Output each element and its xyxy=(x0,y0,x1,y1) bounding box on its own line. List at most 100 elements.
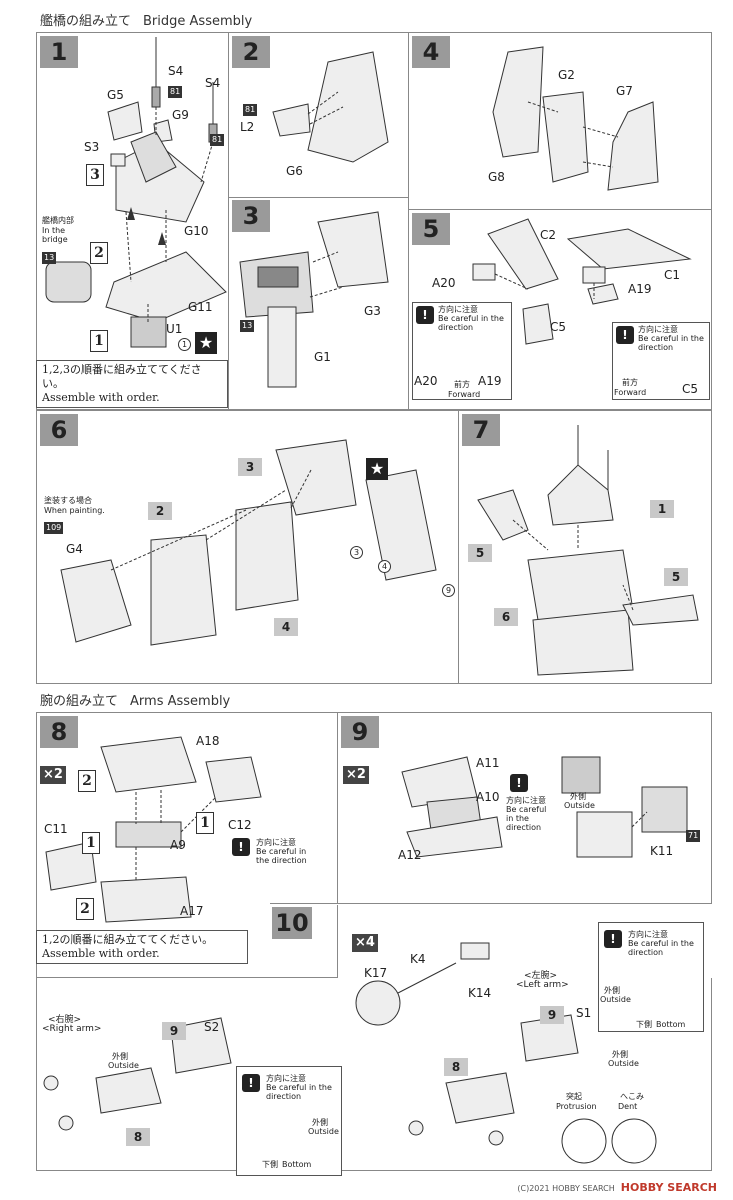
part-label-c5-detail: C5 xyxy=(682,382,699,396)
outside-jp-left: 外側 xyxy=(604,986,620,995)
part-label-k17: K17 xyxy=(364,966,388,980)
part-label-a11: A11 xyxy=(476,756,500,770)
caution-en: Be careful in the direction xyxy=(256,847,307,865)
circle-ref-3: 3 xyxy=(350,546,363,559)
part-label-c11: C11 xyxy=(44,822,68,836)
subassembly-ref-2: 2 xyxy=(148,502,172,520)
step-10-illustration xyxy=(43,942,657,1164)
part-label-a12: A12 xyxy=(398,848,422,862)
forward-en: Forward xyxy=(448,390,481,399)
part-label-a17: A17 xyxy=(180,904,204,918)
caution-jp-b: 方向に注意 xyxy=(638,325,678,334)
step-7-illustration xyxy=(477,425,699,676)
subassembly-ref-5-left: 5 xyxy=(468,544,492,562)
arms-section-title: 腕の組み立て Arms Assembly xyxy=(40,690,230,709)
step-1-illustration xyxy=(45,37,227,348)
watermark-copy: (C)2021 HOBBY SEARCH xyxy=(517,1184,615,1193)
order-mark-2-top: 2 xyxy=(78,770,96,792)
step-10-number: 10 xyxy=(272,907,312,939)
part-label-a10: A10 xyxy=(476,790,500,804)
star-mark-icon: ★ xyxy=(195,332,217,354)
inside-bridge-jp: 艦橋内部 xyxy=(42,216,74,225)
bottom-en-left: Bottom xyxy=(656,1020,686,1029)
step-6-illustration xyxy=(60,439,437,646)
part-label-g5: G5 xyxy=(107,88,124,102)
part-label-g10: G10 xyxy=(184,224,209,238)
multiplier-x4: ×4 xyxy=(352,934,378,952)
caution-en-right: Be careful in the direction xyxy=(266,1083,332,1101)
outside-en-right-box: Outside xyxy=(308,1127,339,1136)
outside-en-left: Outside xyxy=(600,995,631,1004)
caution-en: Be careful in the direction xyxy=(438,314,504,332)
caution-icon: ! xyxy=(416,306,434,324)
step-1-number: 1 xyxy=(40,36,78,68)
caution-icon: ! xyxy=(232,838,250,856)
protrusion-en: Protrusion xyxy=(556,1102,597,1111)
step-5-illustration xyxy=(472,218,692,345)
arms-title-jp: 腕の組み立て xyxy=(40,694,119,709)
part-label-g2: G2 xyxy=(558,68,575,82)
part-label-g1: G1 xyxy=(314,350,331,364)
subassembly-ref-5-right: 5 xyxy=(664,568,688,586)
part-label-s4-a: S4 xyxy=(168,64,184,78)
part-label-g9: G9 xyxy=(172,108,189,122)
subassembly-ref-8-left: 8 xyxy=(444,1058,468,1076)
note-jp: 1,2,3の順番に組み立ててください。 xyxy=(42,363,202,390)
caution-en-b: Be careful in the direction xyxy=(638,334,704,352)
step-8-number: 8 xyxy=(40,716,78,748)
note-en: Assemble with order. xyxy=(42,947,160,960)
decal-81: 81 xyxy=(243,104,258,116)
bottom-jp-left: 下側 xyxy=(636,1020,652,1029)
protrusion-jp: 突起 xyxy=(566,1092,582,1101)
caution-jp-right: 方向に注意 xyxy=(266,1074,306,1083)
forward-jp: 前方 xyxy=(454,380,470,389)
inside-bridge-en: In the bridge xyxy=(42,226,68,244)
decal-13: 13 xyxy=(240,320,255,332)
step-3-number: 3 xyxy=(232,200,270,232)
step-6-number: 6 xyxy=(40,414,78,446)
step-3-illustration xyxy=(239,211,389,388)
caution-jp: 方向に注意 xyxy=(256,838,296,847)
part-label-c1: C1 xyxy=(664,268,681,282)
subassembly-ref-8-right: 8 xyxy=(126,1128,150,1146)
caution-jp: 方向に注意 xyxy=(438,305,478,314)
outside-en-right: Outside xyxy=(108,1061,139,1070)
part-label-g8: G8 xyxy=(488,170,505,184)
part-label-g6: G6 xyxy=(286,164,303,178)
part-label-g3: G3 xyxy=(364,304,381,318)
part-label-g11: G11 xyxy=(188,300,213,314)
right-arm-en: <Right arm> xyxy=(42,1024,102,1034)
step-10-panel xyxy=(270,903,710,905)
multiplier-x2: ×2 xyxy=(40,766,66,784)
caution-icon: ! xyxy=(604,930,622,948)
order-mark-3: 3 xyxy=(86,164,104,186)
step-2-illustration xyxy=(272,51,389,163)
subassembly-ref-3: 3 xyxy=(238,458,262,476)
multiplier-x2: ×2 xyxy=(343,766,369,784)
inside-bridge-code: 13 xyxy=(42,252,57,264)
bridge-title-en: Bridge Assembly xyxy=(143,14,253,29)
paint-note-en: When painting. xyxy=(44,506,105,515)
order-mark-1-left: 1 xyxy=(82,832,100,854)
paint-note-jp: 塗装する場合 xyxy=(44,496,92,505)
part-label-s1: S1 xyxy=(576,1006,592,1020)
part-label-a9: A9 xyxy=(170,838,186,852)
subassembly-ref-4: 4 xyxy=(274,618,298,636)
right-arm-jp: <右腕> xyxy=(48,1015,82,1025)
left-arm-en: <Left arm> xyxy=(516,980,569,990)
part-label-u1: U1 xyxy=(166,322,183,336)
outside-jp-right-box: 外側 xyxy=(312,1118,328,1127)
caution-icon: ! xyxy=(510,774,528,792)
caution-icon: ! xyxy=(242,1074,260,1092)
order-mark-2: 2 xyxy=(90,242,108,264)
part-label-s4-b: S4 xyxy=(205,76,221,90)
caution-en: Be careful in the direction xyxy=(506,805,547,832)
arms-title-en: Arms Assembly xyxy=(130,694,231,709)
step-7-number: 7 xyxy=(462,414,500,446)
dent-jp: へこみ xyxy=(620,1092,644,1101)
circle-ref-4: 4 xyxy=(378,560,391,573)
part-label-a19: A19 xyxy=(628,282,652,296)
caution-jp: 方向に注意 xyxy=(506,796,546,805)
